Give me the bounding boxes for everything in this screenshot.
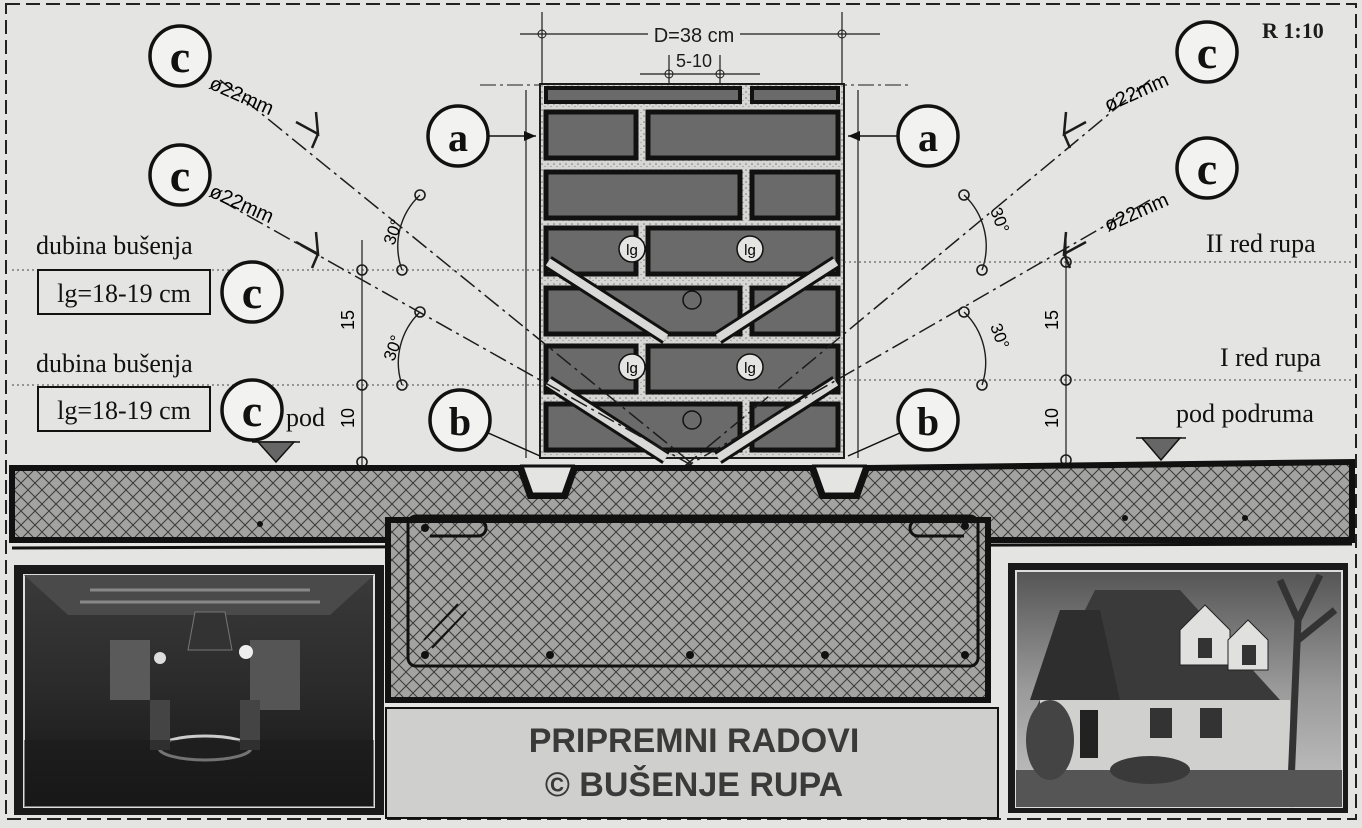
brick-wall (539, 83, 845, 459)
dim-10-left: 10 (338, 408, 358, 428)
dim-label-bg (648, 22, 740, 46)
drill-depth-box-lower (37, 386, 211, 432)
a-marker-label: a (918, 115, 938, 160)
scale-label: R 1:10 (1262, 18, 1324, 43)
drill-depth-label-upper: dubina bušenja (36, 231, 193, 260)
drill-depth-box-upper (37, 269, 211, 315)
vertical-dimensions (361, 240, 1067, 470)
lg-label: lg (744, 360, 756, 377)
hole-diameter-label: ø22mm (206, 72, 277, 120)
angle-label: 30° (986, 205, 1013, 236)
drill-depth-value-upper: lg=18-19 cm (57, 279, 191, 308)
drill-depth-value-lower: lg=18-19 cm (57, 396, 191, 425)
a-markers: a a (426, 104, 960, 168)
a-marker-label: a (448, 115, 468, 160)
interior-photo (14, 565, 384, 815)
floor-label-left: pod (286, 403, 325, 432)
floor-level-marker-right (1136, 437, 1186, 462)
b-markers: b b (428, 388, 960, 457)
lg-label: lg (744, 242, 756, 259)
b-marker-label: b (917, 399, 939, 444)
lg-markers: lg lg lg lg (618, 235, 764, 381)
title-block (385, 707, 999, 819)
b-marker-label: b (449, 399, 471, 444)
hole-diameter-label: ø22mm (1101, 189, 1172, 237)
c-marker-label: c (1197, 27, 1217, 78)
c-marker-label: c (1197, 143, 1217, 194)
angle-arcs (397, 194, 987, 386)
wall-thickness-label: D=38 cm (654, 25, 735, 47)
lg-label: lg (626, 242, 638, 259)
basement-floor-label: pod podruma (1176, 399, 1314, 428)
c-marker-label: c (242, 385, 262, 436)
angle-label: 30° (986, 321, 1013, 352)
c-marker-label: c (242, 267, 262, 318)
lg-label: lg (626, 360, 638, 377)
house-photo (1008, 563, 1348, 813)
row-reference-lines (12, 261, 1352, 386)
hole-diameter-label: ø22mm (206, 180, 277, 228)
offset-label-bg (670, 50, 718, 70)
c-markers (148, 20, 1239, 442)
dim-15-right: 15 (1042, 310, 1062, 330)
foundation (257, 514, 1248, 703)
floor-level-marker-left (252, 441, 300, 464)
title-line-1: PRIPREMNI RADOVI (529, 722, 860, 760)
drill-axes (219, 79, 1151, 471)
hole-diameter-label: ø22mm (1101, 69, 1172, 117)
dim-15-left: 15 (338, 310, 358, 330)
drill-depth-label-lower: dubina bušenja (36, 349, 193, 378)
offset-label: 5-10 (676, 51, 712, 71)
title-line-2: © BUŠENJE RUPA (545, 765, 843, 804)
dim-10-right: 10 (1042, 408, 1062, 428)
c-marker-label: c (170, 150, 190, 201)
row-1-label: I red rupa (1220, 343, 1322, 372)
drilled-holes (544, 256, 840, 464)
row-2-label: II red rupa (1206, 229, 1316, 258)
wall-face-lines (525, 90, 859, 458)
c-marker-label: c (170, 31, 190, 82)
